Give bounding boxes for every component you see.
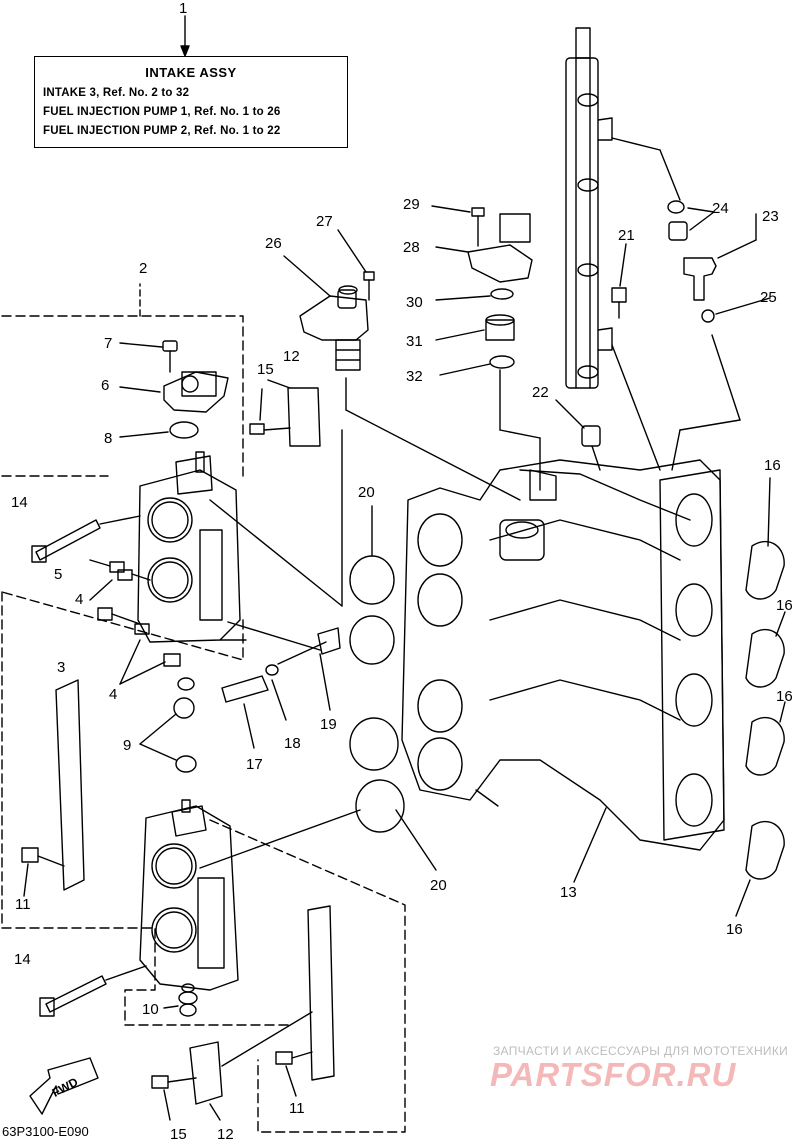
callout-labels: 1 2 3 4 4 5 6 7 8 9 10 11 11 12 12 13 14… (11, 0, 793, 1143)
assembly-reference-box: INTAKE ASSY INTAKE 3, Ref. No. 2 to 32 F… (34, 56, 348, 148)
arrow-1 (180, 45, 190, 57)
callout-31: 31 (406, 333, 423, 350)
throttle-body-upper (137, 451, 247, 643)
fwd-arrow-icon (29, 1057, 99, 1115)
parts-17-18-19 (221, 621, 341, 749)
callout-10: 10 (142, 1001, 159, 1018)
bolts-21-22 (555, 243, 627, 471)
callout-16-d: 16 (726, 921, 743, 938)
watermark-logo: PARTSFOR.RU (490, 1056, 737, 1093)
callout-11-bottom: 11 (289, 1100, 305, 1117)
callout-29: 29 (403, 196, 420, 213)
callout-15-upper: 15 (257, 361, 274, 378)
watermark-tagline: ЗАПЧАСТИ И АКСЕССУАРЫ ДЛЯ МОТОТЕХНИКИ (493, 1044, 789, 1058)
callout-20-lower: 20 (430, 877, 447, 894)
group-box-right (209, 819, 406, 1133)
callout-2: 2 (139, 260, 147, 277)
assembly-line-1: INTAKE 3, Ref. No. 2 to 32 (43, 87, 190, 99)
assembly-line-2: FUEL INJECTION PUMP 1, Ref. No. 1 to 26 (43, 106, 281, 118)
bolts-left-upper (31, 515, 181, 685)
callout-7: 7 (104, 335, 112, 352)
callout-5: 5 (54, 566, 62, 583)
callout-4-upper: 4 (75, 591, 83, 608)
plate-11-left (21, 679, 85, 897)
callout-21: 21 (618, 227, 635, 244)
callout-27: 27 (316, 213, 333, 230)
callout-4-lower: 4 (109, 686, 117, 703)
callout-30: 30 (406, 294, 423, 311)
callout-14-lower: 14 (14, 951, 31, 968)
callout-16-c: 16 (776, 688, 793, 705)
callout-15-lower: 15 (170, 1126, 187, 1141)
gaskets-20 (199, 429, 437, 871)
callout-18: 18 (284, 735, 301, 752)
group-box-mid (1, 591, 244, 661)
callout-23: 23 (762, 208, 779, 225)
callout-16-b: 16 (776, 597, 793, 614)
group-box-lower (1, 591, 291, 1026)
callout-11-left: 11 (15, 896, 31, 913)
callout-9: 9 (123, 737, 131, 754)
callout-8: 8 (104, 430, 112, 447)
callout-32: 32 (406, 368, 423, 385)
callout-25: 25 (760, 289, 777, 306)
assembly-line-3: FUEL INJECTION PUMP 2, Ref. No. 1 to 22 (43, 125, 281, 137)
callout-13: 13 (560, 884, 577, 901)
sensor-26-group (283, 229, 521, 501)
throttle-body-lower (139, 799, 239, 991)
callout-12-lower: 12 (217, 1126, 234, 1141)
bracket-12-upper (249, 379, 321, 447)
callout-26: 26 (265, 235, 282, 252)
intake-manifold (401, 459, 725, 883)
callout-28: 28 (403, 239, 420, 256)
callout-1: 1 (179, 0, 187, 17)
callout-14-upper: 14 (11, 494, 28, 511)
injector-parts (667, 200, 771, 471)
washers-9 (139, 677, 197, 773)
callout-22: 22 (532, 384, 549, 401)
callout-24: 24 (712, 200, 729, 217)
callout-3: 3 (57, 659, 65, 676)
sensor-6-group (119, 340, 229, 439)
callout-17: 17 (246, 756, 263, 773)
callout-12-upper: 12 (283, 348, 300, 365)
gaskets-16 (735, 477, 786, 917)
callout-16-a: 16 (764, 457, 781, 474)
bolts-lower (39, 965, 198, 1017)
diagram-code: 63P3100-E090 (2, 1124, 89, 1139)
group-box-2 (1, 315, 244, 477)
callout-19: 19 (320, 716, 337, 733)
assembly-title: INTAKE ASSY (145, 65, 237, 80)
sensor-28-group (431, 205, 541, 491)
callout-6: 6 (101, 377, 109, 394)
callout-20-upper: 20 (358, 484, 375, 501)
fuel-rail (565, 27, 681, 471)
bracket-12-lower (151, 905, 335, 1121)
